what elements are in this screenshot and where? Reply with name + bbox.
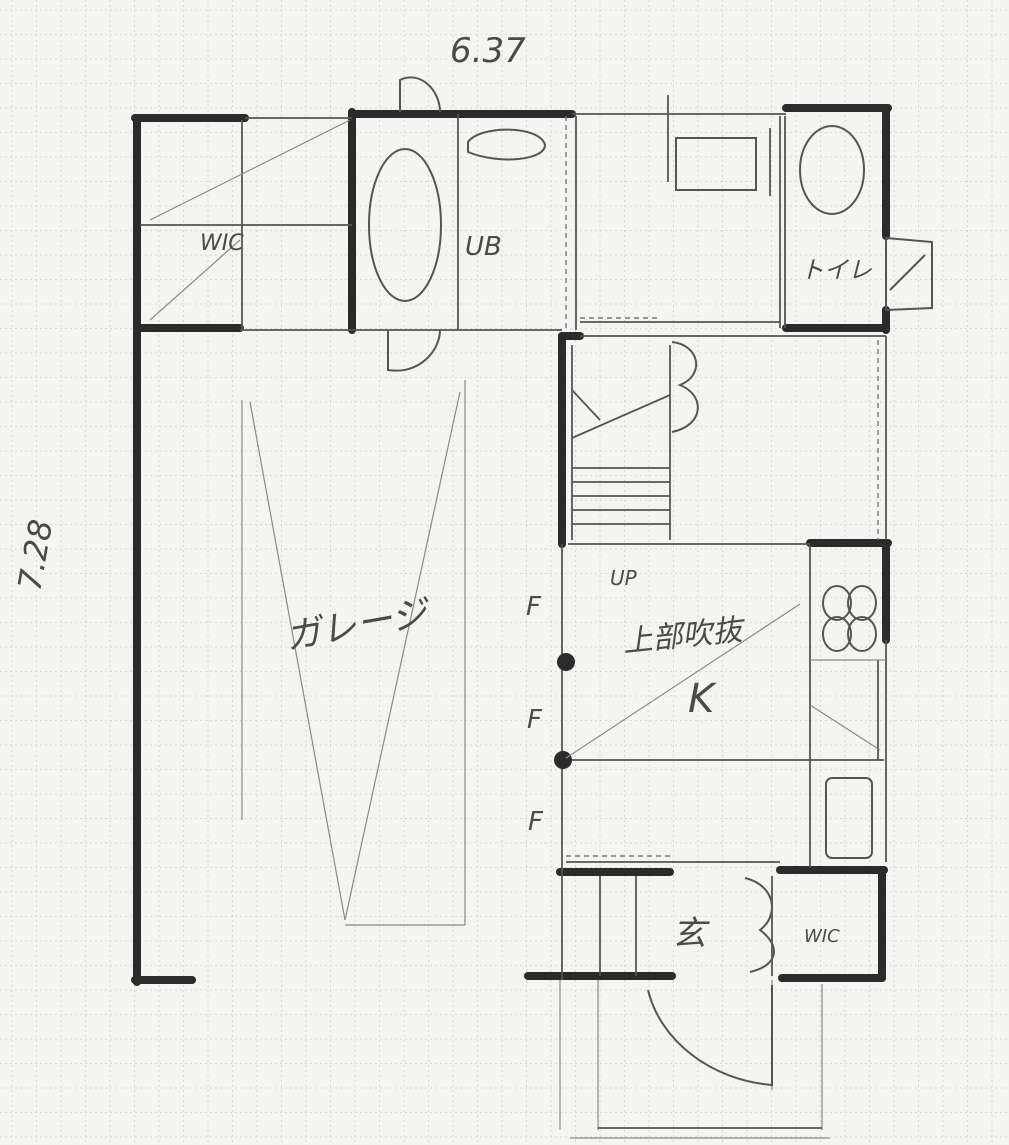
room-label-up: UP xyxy=(610,566,638,590)
room-label-wic: WIC xyxy=(200,231,244,256)
bathtub xyxy=(368,148,442,302)
column-dot xyxy=(554,751,572,769)
entrance-door xyxy=(647,985,773,1087)
atrium-diagonal xyxy=(565,603,801,759)
staircase xyxy=(571,341,699,540)
room-label-garage: ガレージ xyxy=(282,592,434,658)
room-label-toilet: トイレ xyxy=(800,256,872,284)
atrium-diagonal-2 xyxy=(809,704,881,751)
fridge-label-2: F xyxy=(527,705,543,735)
room-label-kitchen: K xyxy=(688,676,717,722)
fridge-label-3: F xyxy=(528,807,544,837)
fridge-label-1: F xyxy=(526,592,542,622)
bath-swing-door xyxy=(387,329,441,372)
kitchen-sink xyxy=(825,777,873,859)
wic-door xyxy=(744,877,775,973)
column-dot xyxy=(557,653,575,671)
counter xyxy=(675,137,757,191)
room-label-wic-2: WIC xyxy=(804,926,840,947)
stove-burners xyxy=(822,585,877,652)
interior-lines xyxy=(140,113,887,1139)
toilet-window xyxy=(885,236,933,312)
bath-door xyxy=(399,76,441,113)
garage-car-outline xyxy=(241,380,466,926)
toilet-bowl xyxy=(799,125,865,215)
room-label-ub: UB xyxy=(465,232,502,262)
exterior-walls xyxy=(131,104,892,986)
dimension-height: 7.28 xyxy=(10,517,60,594)
dimension-width: 6.37 xyxy=(450,31,526,71)
room-label-atrium: 上部吹抜 xyxy=(621,612,748,660)
wash-basin xyxy=(467,128,547,161)
room-label-entrance: 玄 xyxy=(672,914,710,954)
